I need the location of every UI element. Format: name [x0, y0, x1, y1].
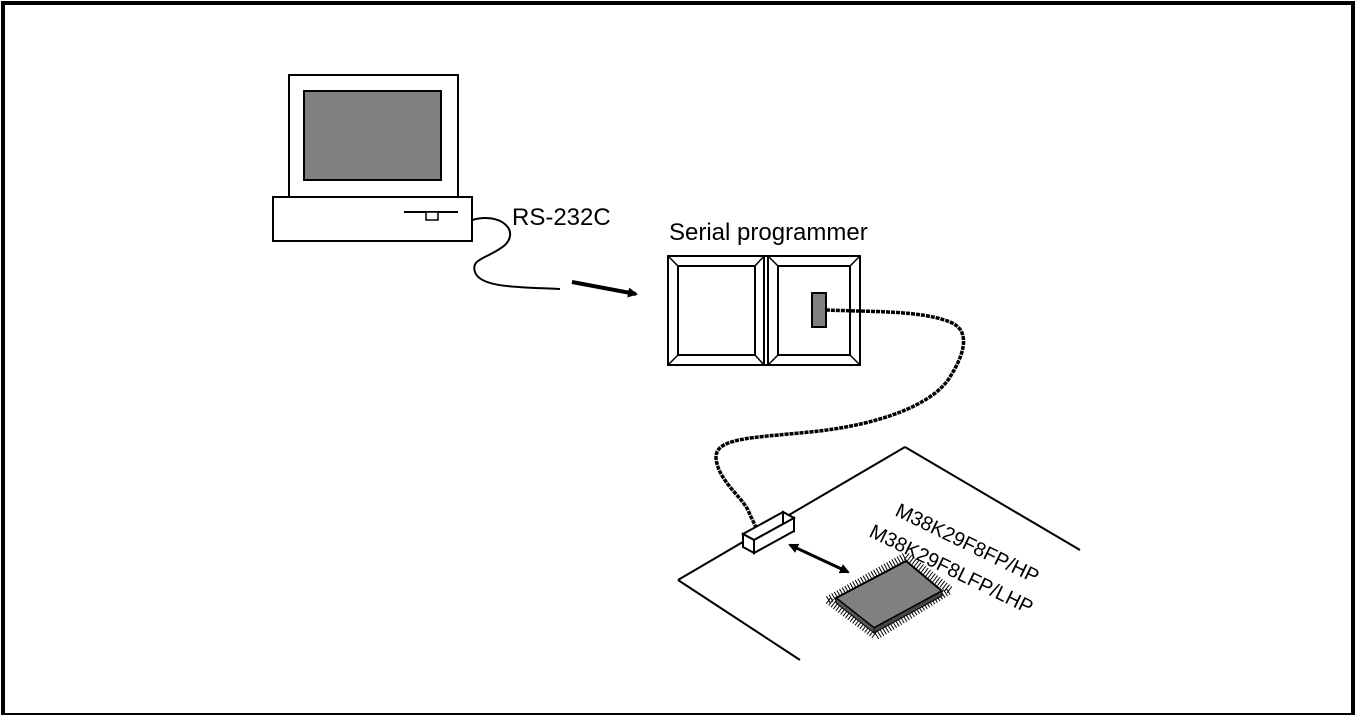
rs232c-cable: [471, 217, 561, 290]
bidirectional-arrow: [788, 543, 850, 574]
target-board: [677, 446, 1081, 661]
computer-icon: [272, 74, 473, 242]
microcontroller-chip-icon: [820, 551, 958, 641]
serial-programmer-label: Serial programmer: [669, 219, 868, 246]
connector-icon: [740, 510, 797, 555]
rs232c-label: RS-232C: [512, 204, 611, 231]
data-direction-arrow: [571, 280, 638, 298]
programmer-cable: [714, 308, 966, 539]
